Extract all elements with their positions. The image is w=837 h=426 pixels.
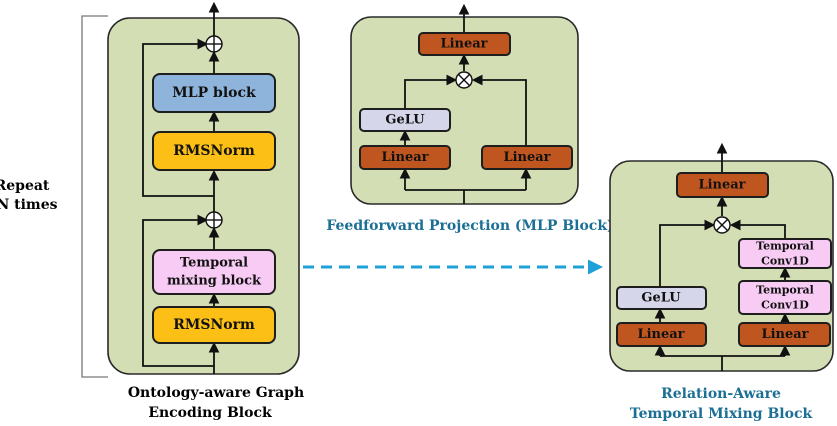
temporal-mixing-box: Temporal mixing block [152,249,276,295]
svg-text:RMSNorm: RMSNorm [173,143,255,159]
svg-text:MLP block: MLP block [172,85,256,101]
rmsnorm-bottom-box: RMSNorm [152,306,276,344]
mlp-linear-left-box: Linear [359,145,451,170]
temporal-caption-line1: Relation-Aware [661,386,781,402]
svg-text:Linear: Linear [761,327,808,342]
svg-text:Temporal: Temporal [756,240,814,253]
mlp-linear-right-box: Linear [481,145,573,170]
encoder-wires [142,1,220,374]
mlp-caption: Feedforward Projection (MLP Block) [326,218,613,234]
temporal-linear-left-box: Linear [616,322,707,347]
mlp-gelu-box: GeLU [359,108,451,132]
svg-text:Linear: Linear [440,37,487,52]
encoder-add-top [205,35,223,53]
temporal-multiply [713,216,731,234]
svg-text:GeLU: GeLU [641,291,681,306]
temporal-linear-out-box: Linear [676,172,769,198]
svg-text:Conv1D: Conv1D [761,255,809,268]
temporal-linear-right-box: Linear [738,322,831,347]
mlp-linear-out-box: Linear [418,32,511,56]
mlp-wires [399,3,532,204]
encoder-caption-line2: Encoding Block [148,405,272,421]
svg-text:Temporal: Temporal [180,256,248,271]
svg-text:Linear: Linear [381,150,428,165]
svg-text:Linear: Linear [637,327,684,342]
repeat-bracket [81,15,108,378]
svg-text:Linear: Linear [698,178,745,193]
temporal-gelu-box: GeLU [616,286,707,310]
temporal-caption-line2: Temporal Mixing Block [630,406,813,422]
svg-text:Temporal: Temporal [756,284,814,297]
mlp-multiply [455,71,473,89]
svg-text:GeLU: GeLU [385,113,425,128]
svg-text:Linear: Linear [503,150,550,165]
encoder-add-bottom [205,211,223,229]
repeat-label-line1: Repeat [0,178,50,194]
temporal-wires [654,142,791,371]
temporal-conv1d-top-box: Temporal Conv1D [738,238,832,269]
svg-text:mixing block: mixing block [167,274,262,289]
encoder-caption-line1: Ontology-aware Graph [128,385,304,401]
repeat-label-line2: N times [0,197,58,213]
rmsnorm-top-box: RMSNorm [152,131,276,171]
temporal-conv1d-bottom-box: Temporal Conv1D [738,280,832,315]
svg-text:RMSNorm: RMSNorm [173,317,255,333]
svg-text:Conv1D: Conv1D [761,299,809,312]
mlp-block-box: MLP block [152,73,276,113]
